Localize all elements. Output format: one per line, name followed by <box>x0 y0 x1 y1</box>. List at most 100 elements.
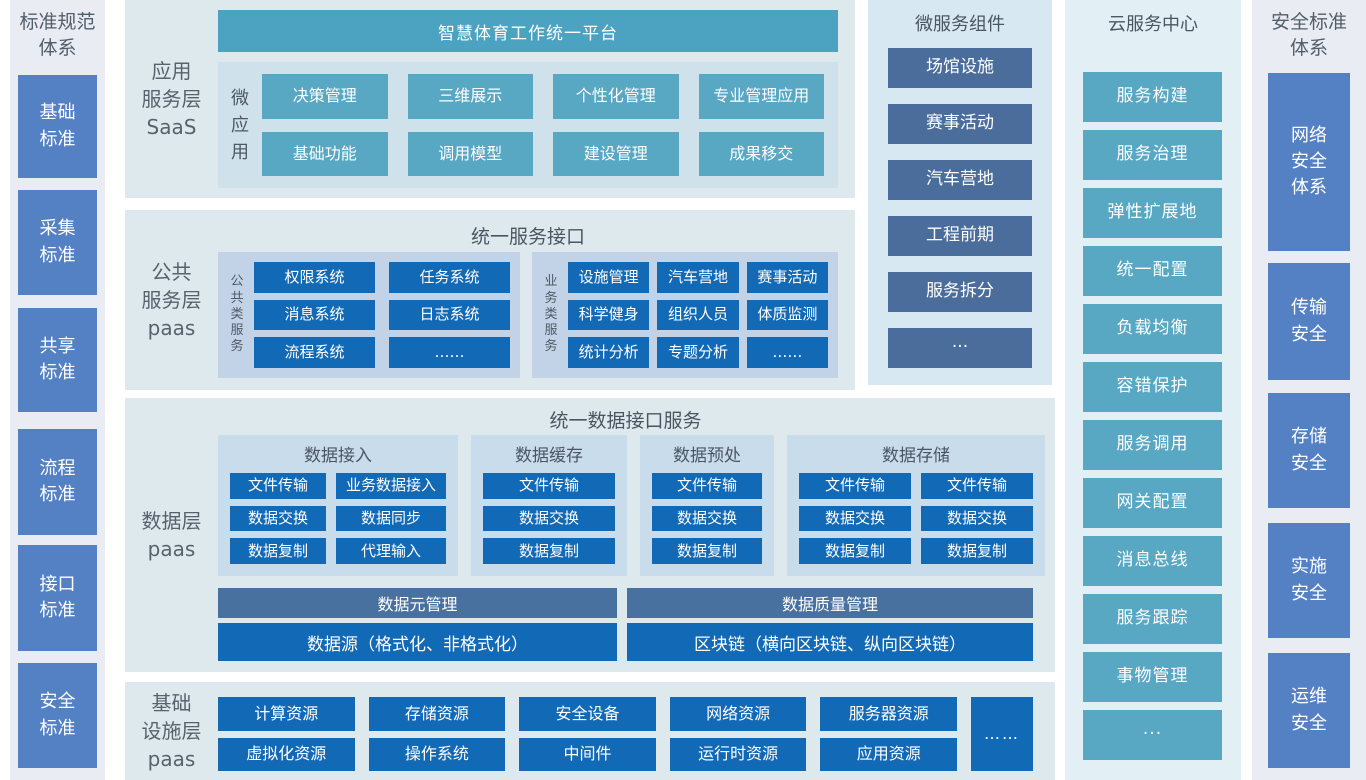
saas-layer-section: 应用 服务层 SaaS 智慧体育工作统一平台 微 应 用 决策管理 三维展示 个… <box>125 0 855 198</box>
data-storage-panel: 数据存储 文件传输 文件传输 数据交换 数据交换 数据复制 数据复制 <box>787 435 1045 576</box>
infra-box-ellipsis: …… <box>971 697 1033 771</box>
service-box-message: 消息系统 <box>254 299 375 331</box>
cloud-box-invoke: 服务调用 <box>1083 420 1222 470</box>
public-paas-section: 公共 服务层 paas 统一服务接口 公 共 类 服 务 权限系统 任务系统 消… <box>125 210 855 390</box>
store-box-exchange-2: 数据交换 <box>921 505 1033 532</box>
data-preprocess-title: 数据预处 <box>673 446 741 466</box>
service-box-ellipsis: …… <box>389 337 510 368</box>
data-box-sync: 数据同步 <box>336 505 446 532</box>
data-cache-title: 数据缓存 <box>515 446 583 466</box>
data-quality-management-bar: 数据质量管理 <box>627 588 1033 618</box>
service-box-log: 日志系统 <box>389 299 510 331</box>
data-box-replicate: 数据复制 <box>230 538 326 564</box>
business-services-panel: 业 务 类 服 务 设施管理 汽车营地 赛事活动 科学健身 组织人员 体质监测 … <box>532 252 838 378</box>
common-services-vertical-label: 公 共 类 服 务 <box>230 274 244 355</box>
cache-box-exchange: 数据交换 <box>483 505 615 532</box>
quality-bar-group: 数据质量管理 区块链（横向区块链、纵向区块链） <box>627 588 1033 661</box>
cloud-box-messagebus: 消息总线 <box>1083 536 1222 586</box>
cloud-box-build: 服务构建 <box>1083 72 1222 122</box>
data-storage-grid: 文件传输 文件传输 数据交换 数据交换 数据复制 数据复制 <box>799 473 1033 564</box>
standard-box-security: 安全 标准 <box>18 663 97 768</box>
data-layer-label: 数据层 paas <box>141 509 202 561</box>
data-cache-grid: 文件传输 数据交换 数据复制 <box>483 473 615 564</box>
app-box-3d-display: 三维展示 <box>407 74 533 119</box>
metadata-management-bar: 数据元管理 <box>218 588 617 618</box>
store-box-file-transfer-2: 文件传输 <box>921 473 1033 499</box>
data-cache-panel: 数据缓存 文件传输 数据交换 数据复制 <box>471 435 627 576</box>
security-box-transport: 传输 安全 <box>1268 263 1350 380</box>
standard-box-basic: 基础 标准 <box>18 75 97 178</box>
app-box-professional: 专业管理应用 <box>698 74 824 119</box>
data-storage-title: 数据存储 <box>882 446 950 466</box>
micro-box-preproject: 工程前期 <box>888 216 1032 256</box>
data-box-business-access: 业务数据接入 <box>336 473 446 499</box>
service-box-statistics: 统计分析 <box>568 337 650 368</box>
cloud-box-tracking: 服务跟踪 <box>1083 594 1222 644</box>
data-access-panel: 数据接入 文件传输 业务数据接入 数据交换 数据同步 数据复制 代理输入 <box>218 435 458 576</box>
service-box-facility: 设施管理 <box>568 262 650 293</box>
app-box-handover: 成果移交 <box>698 131 824 176</box>
cloud-service-column: 云服务中心 服务构建 服务治理 弹性扩展地 统一配置 负载均衡 容错保护 服务调… <box>1065 0 1241 780</box>
data-box-exchange: 数据交换 <box>230 505 326 532</box>
standard-box-collect: 采集 标准 <box>18 190 97 295</box>
security-standards-title: 安全标准 体系 <box>1270 11 1347 59</box>
unified-service-interface-title: 统一服务接口 <box>470 226 585 248</box>
pre-box-replicate: 数据复制 <box>652 538 762 564</box>
cloud-box-transaction: 事物管理 <box>1083 652 1222 702</box>
infra-box-virtual: 虚拟化资源 <box>218 738 355 771</box>
cloud-box-loadbalance: 负载均衡 <box>1083 304 1222 354</box>
micro-box-camp: 汽车营地 <box>888 160 1032 200</box>
micro-box-split: 服务拆分 <box>888 272 1032 312</box>
business-services-grid: 设施管理 汽车营地 赛事活动 科学健身 组织人员 体质监测 统计分析 专题分析 … <box>568 262 828 368</box>
security-standards-sidebar: 安全标准 体系 网络 安全 体系 传输 安全 存储 安全 实施 安全 运维 安全 <box>1252 0 1366 780</box>
security-box-network: 网络 安全 体系 <box>1268 73 1350 251</box>
standard-box-share: 共享 标准 <box>18 308 97 412</box>
data-access-grid: 文件传输 业务数据接入 数据交换 数据同步 数据复制 代理输入 <box>230 473 446 564</box>
data-box-proxy-input: 代理输入 <box>336 538 446 564</box>
data-layer-section: 数据层 paas 统一数据接口服务 数据接入 文件传输 业务数据接入 数据交换 … <box>125 398 1055 672</box>
service-box-workflow: 流程系统 <box>254 337 375 368</box>
common-services-panel: 公 共 类 服 务 权限系统 任务系统 消息系统 日志系统 流程系统 …… <box>218 252 520 378</box>
app-box-personalized: 个性化管理 <box>553 74 679 119</box>
cloud-box-config: 统一配置 <box>1083 246 1222 296</box>
unified-data-interface-title: 统一数据接口服务 <box>549 410 702 432</box>
data-source-bar: 数据源（格式化、非格式化） <box>218 623 617 661</box>
data-preprocess-grid: 文件传输 数据交换 数据复制 <box>652 473 762 564</box>
store-box-exchange-1: 数据交换 <box>799 505 911 532</box>
cloud-box-elastic: 弹性扩展地 <box>1083 188 1222 238</box>
infrastructure-layer-label: 基础 设施层 paas <box>141 691 202 771</box>
app-box-basic: 基础功能 <box>262 131 388 176</box>
pre-box-file-transfer: 文件传输 <box>652 473 762 499</box>
store-box-replicate-1: 数据复制 <box>799 538 911 564</box>
cache-box-file-transfer: 文件传输 <box>483 473 615 499</box>
common-services-grid: 权限系统 任务系统 消息系统 日志系统 流程系统 …… <box>254 262 510 368</box>
microservices-column: 微服务组件 场馆设施 赛事活动 汽车营地 工程前期 服务拆分 ··· <box>868 0 1052 385</box>
app-box-construction: 建设管理 <box>553 131 679 176</box>
infrastructure-grid: 计算资源 存储资源 安全设备 网络资源 服务器资源 …… 虚拟化资源 操作系统 … <box>218 697 1033 771</box>
cloud-box-faulttolerance: 容错保护 <box>1083 362 1222 412</box>
app-box-model-call: 调用模型 <box>407 131 533 176</box>
microservices-title: 微服务组件 <box>915 14 1005 35</box>
standard-box-process: 流程 标准 <box>18 429 97 535</box>
security-box-operations: 运维 安全 <box>1268 653 1350 768</box>
service-box-monitoring: 体质监测 <box>746 299 828 331</box>
public-paas-layer-label: 公共 服务层 paas <box>141 260 202 340</box>
service-box-event: 赛事活动 <box>746 262 828 293</box>
security-box-storage: 存储 安全 <box>1268 393 1350 508</box>
blockchain-bar: 区块链（横向区块链、纵向区块链） <box>627 623 1033 661</box>
infra-box-storage: 存储资源 <box>368 697 506 731</box>
micro-box-venue: 场馆设施 <box>888 48 1032 88</box>
service-box-task: 任务系统 <box>389 262 510 293</box>
service-groups-row: 公 共 类 服 务 权限系统 任务系统 消息系统 日志系统 流程系统 …… 业 … <box>218 252 838 378</box>
service-box-analysis: 专题分析 <box>657 337 739 368</box>
service-box-permission: 权限系统 <box>254 262 375 293</box>
standard-box-interface: 接口 标准 <box>18 545 97 651</box>
data-management-bars: 数据元管理 数据源（格式化、非格式化） 数据质量管理 区块链（横向区块链、纵向区… <box>218 588 1033 661</box>
cloud-box-gateway: 网关配置 <box>1083 478 1222 528</box>
standards-sidebar: 标准规范 体系 基础 标准 采集 标准 共享 标准 流程 标准 接口 标准 安全… <box>10 0 105 780</box>
saas-platform-title-bar: 智慧体育工作统一平台 <box>218 10 838 52</box>
microservices-list: 场馆设施 赛事活动 汽车营地 工程前期 服务拆分 ··· <box>888 48 1032 368</box>
cache-box-replicate: 数据复制 <box>483 538 615 564</box>
service-box-fitness: 科学健身 <box>568 299 650 331</box>
